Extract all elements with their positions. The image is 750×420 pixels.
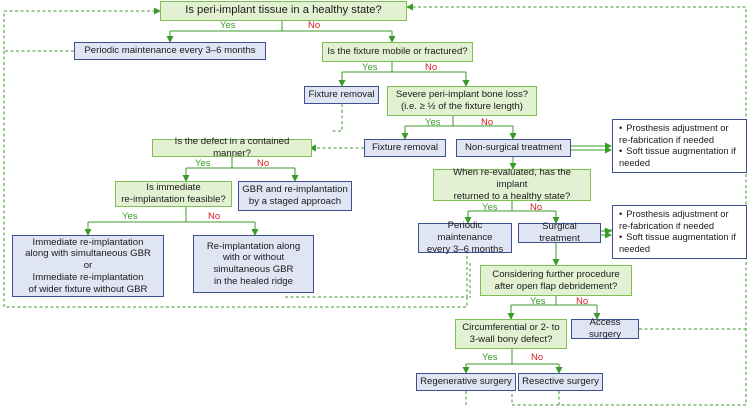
gbr-staged-approach: GBR and re-implantation by a staged appr… (238, 181, 352, 211)
yes-label: Yes (482, 202, 498, 213)
access-surgery: Access surgery (571, 317, 639, 340)
note-item: Prosthesis adjustment or re-fabrication … (619, 123, 740, 146)
periodic-maintenance-1: Periodic maintenance every 3–6 months (74, 42, 266, 60)
question-contained-defect: Is the defect in a contained manner? (152, 136, 312, 159)
question-bony-defect: Circumferential or 2- to 3-wall bony def… (455, 319, 567, 349)
no-label: No (257, 158, 270, 169)
note-prosthesis-2: Prosthesis adjustment or re-fabrication … (612, 205, 747, 259)
non-surgical-treatment: Non-surgical treatment (456, 139, 571, 157)
question-fixture-mobile: Is the fixture mobile or fractured? (322, 42, 473, 62)
reimplantation-healed-ridge: Re-implantation along with or without si… (193, 235, 314, 293)
question-bone-loss: Severe peri-implant bone loss? (i.e. ≥ ½… (387, 86, 537, 116)
yes-label: Yes (195, 158, 211, 169)
question-re-evaluated: When re-evaluated, has the implant retur… (433, 167, 591, 202)
yes-label: Yes (482, 352, 498, 363)
fixture-removal-2: Fixture removal (364, 139, 446, 157)
periodic-maintenance-2: Periodic maintenance every 3–6 months (418, 220, 512, 255)
note-item: Soft tissue augmentation if needed (619, 232, 740, 255)
regenerative-surgery: Regenerative surgery (416, 373, 516, 391)
surgical-treatment: Surgical treatment (518, 221, 601, 244)
note-prosthesis-1: Prosthesis adjustment or re-fabrication … (612, 119, 747, 173)
no-label: No (531, 352, 544, 363)
question-further-procedure: Considering further procedure after open… (480, 265, 632, 296)
no-label: No (481, 117, 494, 128)
no-label: No (208, 211, 221, 222)
yes-label: Yes (220, 20, 236, 31)
yes-label: Yes (425, 117, 441, 128)
no-label: No (576, 296, 589, 307)
no-label: No (530, 202, 543, 213)
question-healthy: Is peri-implant tissue in a healthy stat… (160, 1, 407, 21)
resective-surgery: Resective surgery (518, 373, 603, 391)
note-item: Soft tissue augmentation if needed (619, 146, 740, 169)
question-immediate-reimplantation: Is immediate re-implantation feasible? (115, 181, 232, 207)
yes-label: Yes (530, 296, 546, 307)
no-label: No (308, 20, 321, 31)
yes-label: Yes (122, 211, 138, 222)
no-label: No (425, 62, 438, 73)
fixture-removal-1: Fixture removal (304, 86, 379, 104)
note-item: Prosthesis adjustment or re-fabrication … (619, 209, 740, 232)
yes-label: Yes (362, 62, 378, 73)
immediate-reimplantation-options: Immediate re-implantation along with sim… (12, 235, 164, 297)
